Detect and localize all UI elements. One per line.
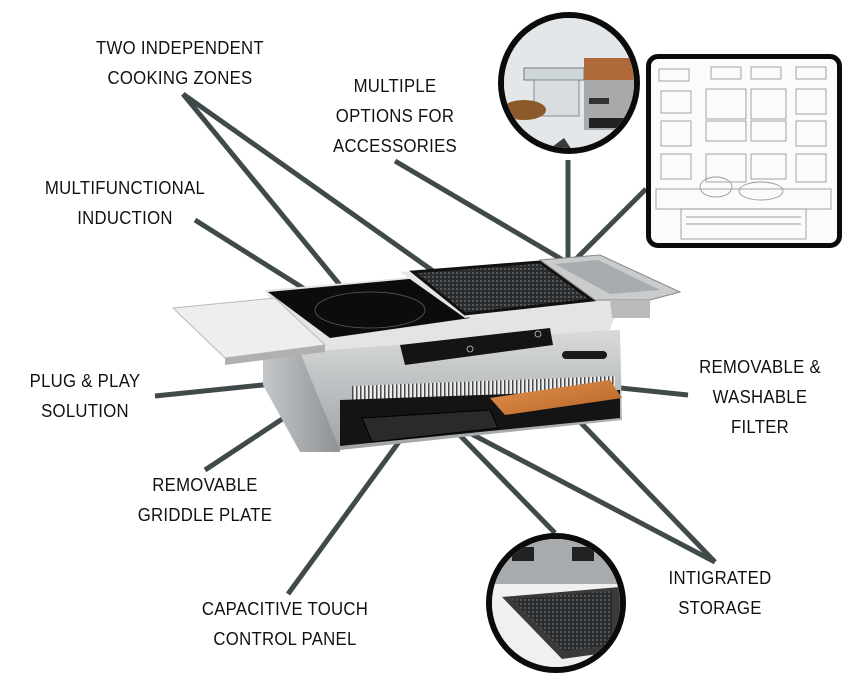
callout-text: MULTIPLE — [353, 76, 437, 96]
callout-plug-play: PLUG & PLAY SOLUTION — [15, 366, 155, 426]
callout-text: OPTIONS FOR — [335, 106, 455, 126]
accessory-sketch-inset — [646, 54, 842, 248]
callout-griddle: REMOVABLE GRIDDLE PLATE — [131, 470, 280, 530]
callout-text: STORAGE — [678, 598, 762, 618]
callout-text: REMOVABLE & — [699, 357, 821, 377]
induction-ring — [314, 291, 426, 329]
callout-text: COOKING ZONES — [107, 68, 253, 88]
callout-two-zones: TWO INDEPENDENT COOKING ZONES — [78, 33, 283, 93]
callout-storage: INTIGRATED STORAGE — [664, 563, 776, 623]
callout-text: PLUG & PLAY — [29, 371, 141, 391]
accessory-photo-inset — [498, 12, 640, 154]
leader-line-storage-a — [443, 417, 717, 565]
callout-text: CAPACITIVE TOUCH — [201, 599, 369, 619]
leader-line-two-zones-b — [181, 91, 445, 281]
brand-badge — [562, 351, 607, 359]
leader-line-griddle-photo — [443, 418, 557, 535]
callout-filter: REMOVABLE & WASHABLE FILTER — [690, 352, 830, 442]
ventilation-filter — [352, 376, 615, 400]
callout-text: REMOVABLE — [152, 475, 258, 495]
callout-text: CONTROL PANEL — [213, 629, 357, 649]
leader-line-storage-b — [555, 396, 717, 564]
griddle-plate — [409, 260, 597, 316]
callout-accessories: MULTIPLE OPTIONS FOR ACCESSORIES — [316, 71, 474, 161]
callout-induction: MULTIFUNCTIONAL INDUCTION — [27, 173, 222, 233]
power-icon — [466, 345, 474, 353]
cutting-board — [490, 380, 622, 415]
griddle-photo-inset — [486, 533, 626, 673]
callout-text: ACCESSORIES — [332, 136, 458, 156]
callout-text: GRIDDLE PLATE — [137, 505, 273, 525]
power-icon — [534, 330, 542, 338]
leader-line-accessories — [393, 158, 570, 266]
callout-text: SOLUTION — [41, 401, 129, 421]
unit-body-side — [263, 340, 340, 452]
callout-text: INTIGRATED — [668, 568, 772, 588]
callout-touch-panel: CAPACITIVE TOUCH CONTROL PANEL — [187, 594, 382, 654]
leader-line-accessory-sketch — [566, 187, 648, 269]
callout-text: WASHABLE — [712, 387, 808, 407]
callout-text: MULTIFUNCTIONAL — [44, 178, 206, 198]
callout-text: FILTER — [730, 417, 790, 437]
induction-zone — [268, 278, 470, 338]
callout-text: TWO INDEPENDENT — [96, 38, 264, 58]
griddle-photo — [492, 539, 620, 667]
accessory-photo — [504, 18, 634, 148]
leader-line-two-zones-a — [181, 92, 360, 309]
accessory-sketch — [655, 66, 832, 240]
callout-text: INDUCTION — [77, 208, 173, 228]
storage-tray — [361, 409, 499, 443]
control-panel — [400, 328, 553, 365]
